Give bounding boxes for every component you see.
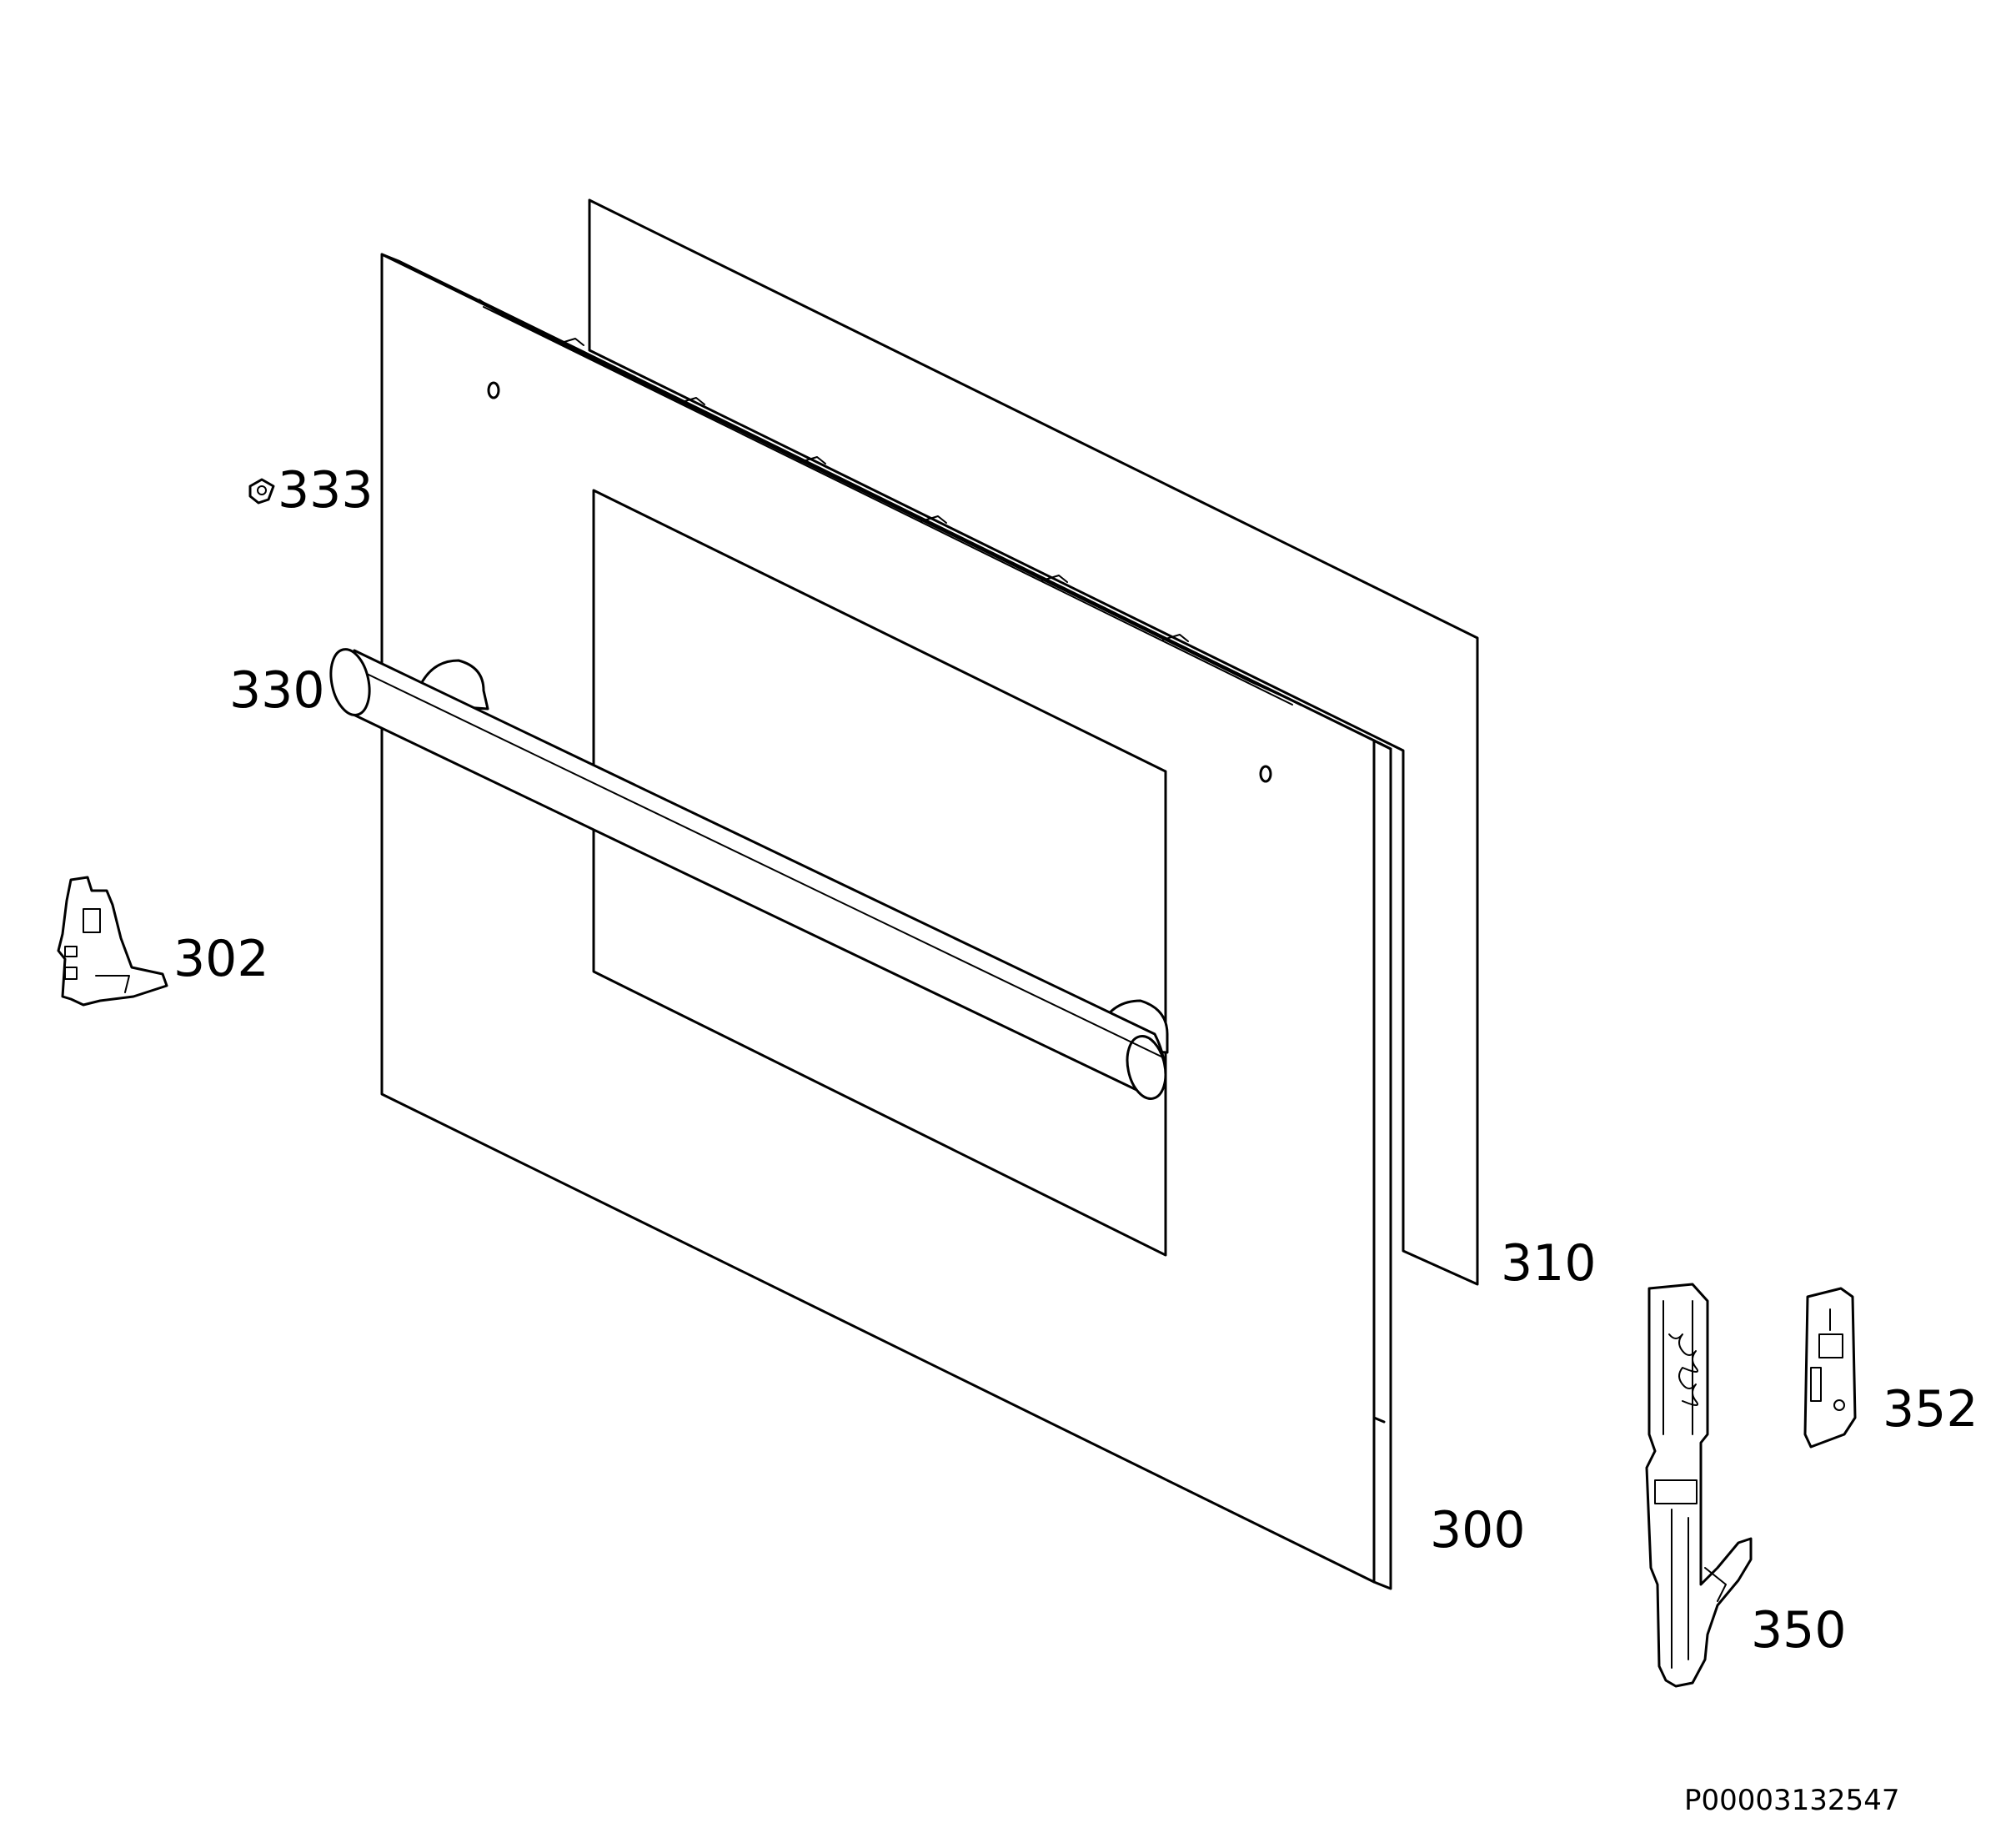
- label-300: 300: [1430, 1501, 1526, 1559]
- label-350: 350: [1751, 1601, 1847, 1660]
- part-310-rear-glass-panel[interactable]: [588, 198, 1479, 1286]
- door-top-vents: [558, 338, 1189, 642]
- door-screw-hole-right: [1259, 765, 1272, 783]
- part-302-bracket[interactable]: [57, 876, 168, 1007]
- label-330: 330: [229, 661, 325, 720]
- part-333-screw[interactable]: [248, 478, 275, 505]
- label-352: 352: [1883, 1380, 1978, 1439]
- label-333: 333: [278, 461, 374, 520]
- part-330-handle[interactable]: [325, 645, 1171, 1102]
- label-302: 302: [173, 930, 269, 988]
- part-352-hinge-receiver[interactable]: [1803, 1287, 1857, 1449]
- document-code: P00003132547: [1684, 1784, 1899, 1817]
- label-310: 310: [1501, 1234, 1597, 1293]
- part-350-hinge[interactable]: [1645, 1283, 1753, 1688]
- door-screw-hole-left: [487, 381, 500, 399]
